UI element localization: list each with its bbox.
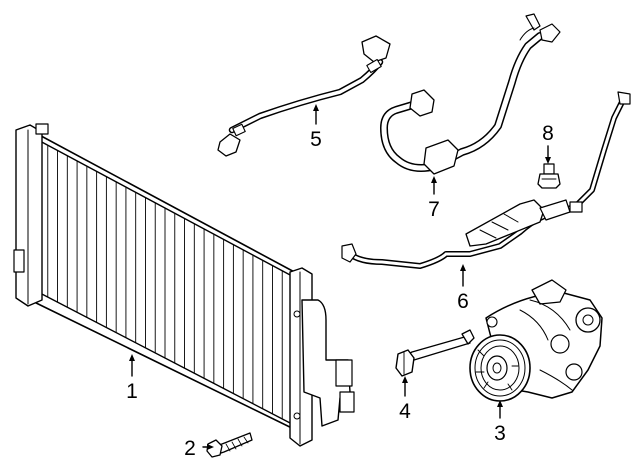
compressor-bolt-part-4[interactable] bbox=[395, 329, 475, 377]
liquid-line-part-6[interactable] bbox=[341, 91, 631, 269]
callout-7: 7 bbox=[428, 198, 440, 221]
callout-6: 6 bbox=[457, 290, 469, 313]
callout-1: 1 bbox=[126, 380, 138, 403]
condenser-part-1[interactable] bbox=[13, 123, 355, 447]
pressure-switch-part-8[interactable] bbox=[537, 163, 561, 189]
hose-part-5[interactable] bbox=[217, 35, 391, 157]
callout-labels: 1 2 3 4 5 6 7 8 bbox=[126, 122, 554, 460]
callout-5: 5 bbox=[310, 128, 322, 151]
callout-3: 3 bbox=[494, 422, 506, 445]
callout-2: 2 bbox=[184, 437, 196, 460]
leader-lines bbox=[129, 104, 551, 450]
suction-hose-part-7[interactable] bbox=[380, 13, 561, 175]
condenser-fins bbox=[47, 145, 283, 419]
bolt-part-2[interactable] bbox=[206, 432, 253, 458]
callout-4: 4 bbox=[399, 400, 411, 423]
compressor-part-3[interactable] bbox=[469, 279, 603, 402]
callout-8: 8 bbox=[542, 122, 554, 145]
